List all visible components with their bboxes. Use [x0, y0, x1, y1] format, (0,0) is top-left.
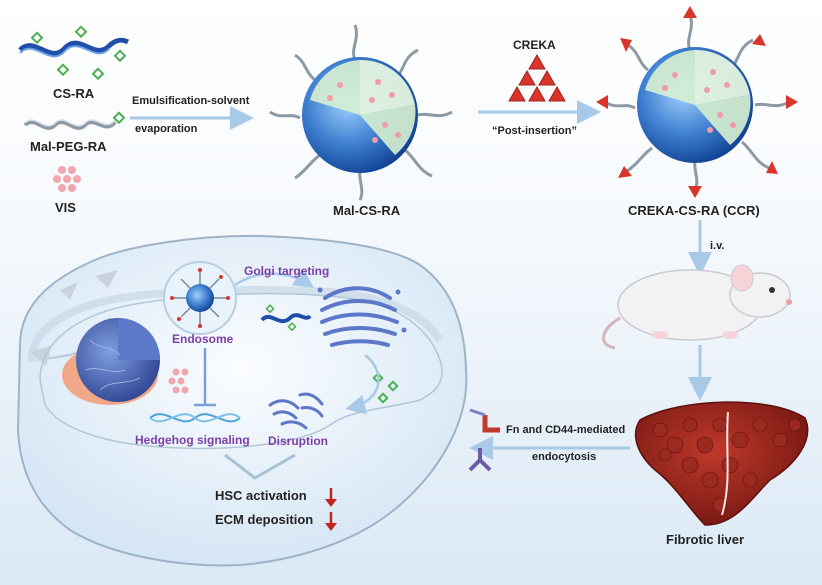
ccr-label: CREKA-CS-RA (CCR): [628, 203, 760, 218]
creka-peptide-icon: [508, 53, 566, 102]
nucleus-icon: [62, 318, 160, 405]
cs-ra-release-icon: [260, 304, 312, 332]
fibrotic-liver-illustration: [634, 401, 809, 526]
vis-drug-dots-icon: [53, 166, 81, 192]
ra-release-icon: [372, 372, 399, 404]
convergence-arrow-icon: [224, 453, 296, 480]
post-insertion-label: “Post-insertion”: [492, 125, 577, 137]
endosome-icon: [163, 261, 237, 335]
hedgehog-signaling-label: Hedgehog signaling: [135, 433, 250, 447]
vis-label: VIS: [55, 200, 76, 215]
cs-ra-polymer-icon: [18, 25, 130, 81]
uptake-label-line2: endocytosis: [532, 451, 597, 463]
ecm-down-arrow-icon: [325, 512, 337, 531]
endosome-label: Endosome: [172, 332, 234, 346]
hsc-down-arrow-icon: [325, 488, 337, 507]
cd44-receptor-icon: [468, 448, 492, 472]
disrupted-golgi-icon: [268, 392, 324, 430]
fn-receptor-icon: [469, 408, 500, 433]
creka-label: CREKA: [513, 38, 556, 52]
ecm-deposition-label: ECM deposition: [215, 512, 314, 527]
ccr-nanoparticle: [596, 6, 798, 198]
step1-label-line2: evaporation: [135, 123, 198, 135]
mal-cs-ra-nanoparticle: [269, 24, 453, 201]
inhibition-icon: [194, 348, 216, 407]
dna-helix-icon: [149, 413, 241, 423]
golgi-apparatus-icon: [317, 286, 407, 347]
uptake-label-line1: Fn and CD44-mediated: [506, 424, 626, 436]
golgi-to-disruption-arrow: [345, 354, 380, 415]
step1-label-line1: Emulsification-solvent: [132, 95, 250, 107]
cs-ra-label: CS-RA: [53, 86, 95, 101]
fibrotic-liver-label: Fibrotic liver: [666, 532, 745, 547]
disruption-label: Disruption: [268, 434, 328, 448]
golgi-targeting-label: Golgi targeting: [244, 264, 330, 278]
hsc-activation-label: HSC activation: [215, 488, 307, 503]
iv-label: i.v.: [710, 240, 725, 252]
mal-peg-ra-polymer-icon: [23, 111, 126, 130]
mal-cs-ra-label: Mal-CS-RA: [333, 203, 401, 218]
golgi-targeting-arrow: [234, 268, 315, 288]
mal-peg-ra-label: Mal-PEG-RA: [30, 139, 107, 154]
vis-dots-cell-icon: [168, 368, 189, 394]
mouse-illustration: [602, 264, 792, 350]
